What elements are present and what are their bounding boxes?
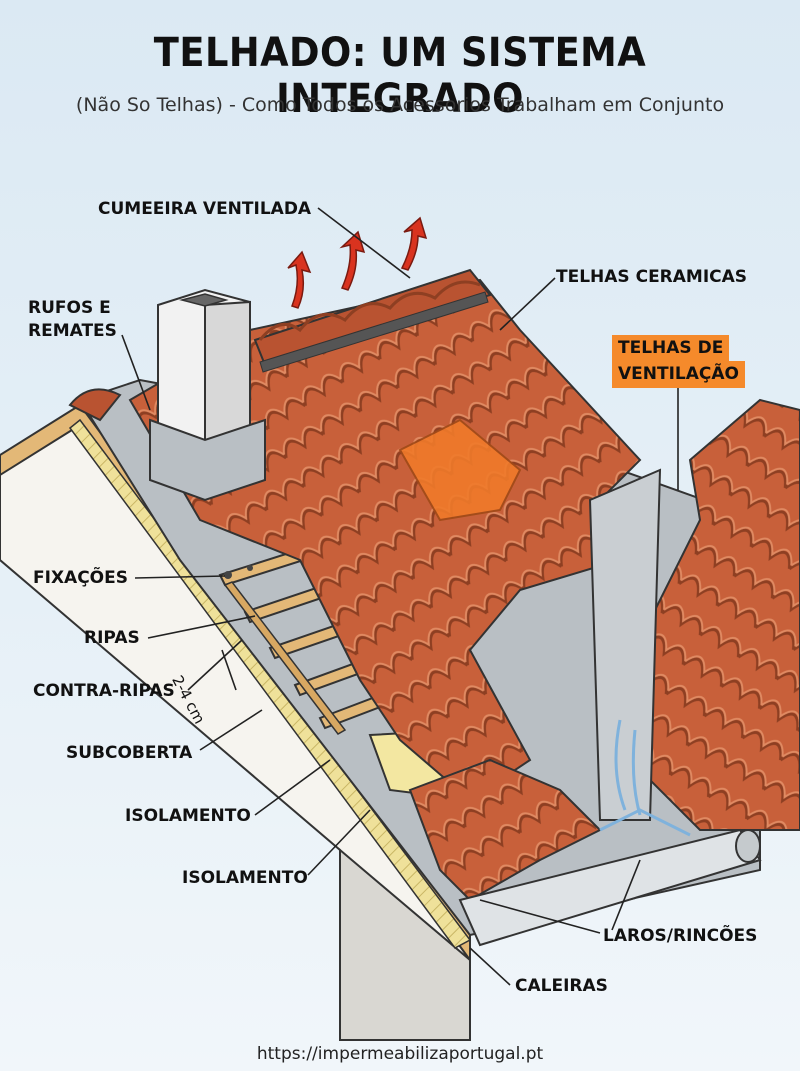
fixacoes-clips — [224, 565, 253, 579]
label-rufos-line2: REMATES — [28, 321, 117, 341]
cumeeira-ridge — [253, 268, 492, 373]
page-title: TELHADO: UM SISTEMA INTEGRADO — [153, 30, 647, 122]
label-subcoberta: SUBCOBERTA — [66, 743, 193, 763]
label-laros: LAROS/RINCÕES — [603, 926, 758, 946]
label-fixacoes: FIXAÇÕES — [33, 568, 128, 588]
valley-flashing — [588, 468, 691, 837]
label-caleiras: CALEIRAS — [515, 976, 608, 996]
main-tile-field — [128, 278, 642, 802]
caleira-gutter — [458, 828, 762, 947]
label-isolamento-1: ISOLAMENTO — [125, 806, 251, 826]
left-ridge-tiles — [68, 388, 122, 422]
label-ripas: RIPAS — [84, 628, 140, 648]
eave-tile-strip — [408, 758, 602, 902]
airflow-arrows — [287, 216, 428, 309]
chimney — [149, 288, 266, 502]
label-cumeeira: CUMEEIRA VENTILADA — [98, 199, 312, 219]
ventilation-tiles — [398, 418, 522, 522]
right-tile-field — [649, 398, 800, 831]
leader-lines — [121, 207, 679, 986]
label-rufos-line1: RUFOS E — [28, 298, 111, 318]
label-ventilacao-line1: TELHAS DE — [612, 335, 730, 362]
contra-ripas — [223, 581, 347, 735]
label-ventilacao-line2: VENTILAÇÃO — [612, 361, 745, 388]
label-isolamento-2: ISOLAMENTO — [182, 868, 308, 888]
label-telhas-ceramicas: TELHAS CERAMICAS — [556, 267, 748, 287]
label-contra-ripas: CONTRA-RIPAS — [33, 681, 175, 701]
page-subtitle: (Não So Telhas) - Como Todos os Acessori… — [75, 94, 725, 116]
footer-url[interactable]: https://impermeabilizaportugal.pt — [256, 1044, 544, 1064]
